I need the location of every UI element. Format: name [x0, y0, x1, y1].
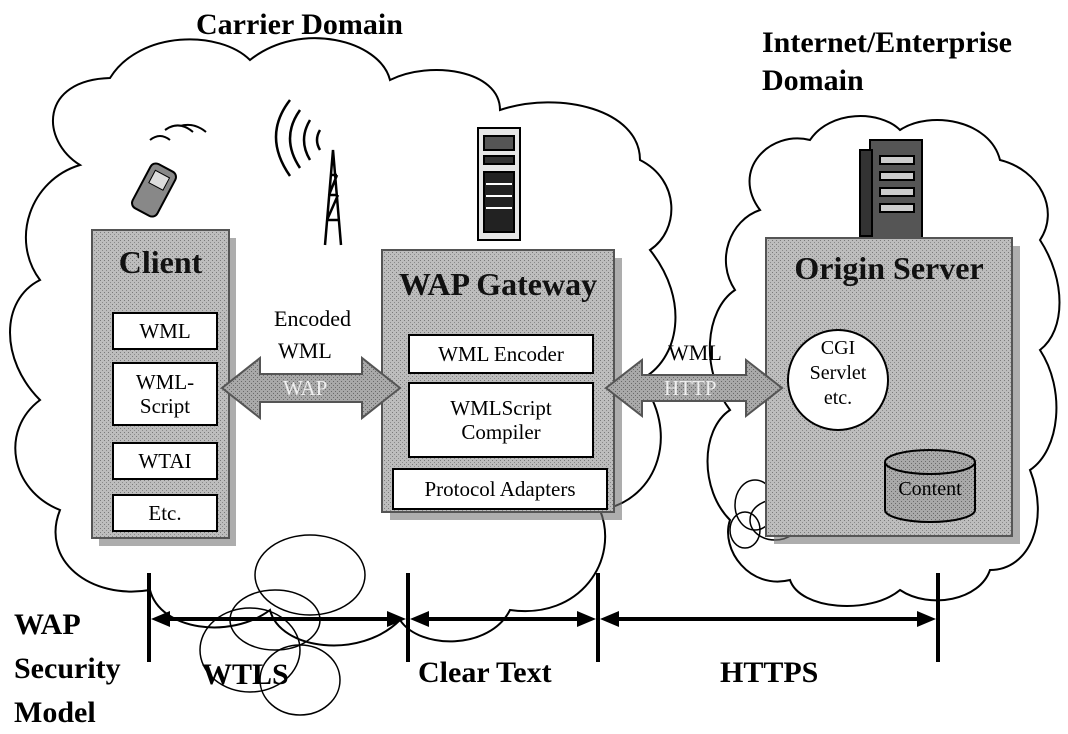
internet-domain-label-line1: Internet/Enterprise	[762, 26, 1012, 59]
wap-label: WAP	[283, 376, 328, 400]
http-label: HTTP	[664, 376, 717, 400]
client-module-etc: Etc.	[112, 494, 218, 532]
carrier-domain-label: Carrier Domain	[196, 8, 403, 41]
internet-domain-label-line2: Domain	[762, 64, 864, 97]
encoded-label-line1: Encoded	[274, 306, 351, 331]
security-model-lines	[147, 573, 940, 662]
gateway-module-protocol-adapters: Protocol Adapters	[392, 468, 608, 510]
wap-arrow	[220, 355, 402, 421]
gateway-server-icon	[477, 127, 521, 241]
security-model-label-line1: WAP	[14, 608, 81, 641]
security-model-label-line2: Security	[14, 652, 121, 685]
client-module-wml: WML	[112, 312, 218, 350]
https-label: HTTPS	[720, 656, 819, 689]
database-icon	[884, 449, 976, 523]
cgi-circle	[787, 329, 889, 431]
wtls-label: WTLS	[202, 658, 289, 691]
gateway-module-wml-encoder: WML Encoder	[408, 334, 594, 374]
http-arrow	[604, 357, 784, 419]
antenna-tower-icon	[274, 99, 343, 246]
client-title: Client	[118, 244, 203, 280]
origin-server-icon	[859, 139, 923, 241]
clear-text-label: Clear Text	[418, 656, 552, 689]
wml-label: WML	[668, 340, 722, 365]
origin-server-title: Origin Server	[794, 250, 984, 286]
gateway-module-wmlscript-compiler: WMLScript Compiler	[408, 382, 594, 458]
encoded-label-line2: WML	[278, 338, 332, 363]
content-label: Content	[898, 478, 962, 500]
client-module-wmlscript: WML- Script	[112, 362, 218, 426]
security-model-label-line3: Model	[14, 696, 96, 729]
cgi-servlet-label: CGI Servlet etc.	[809, 337, 867, 409]
gateway-title: WAP Gateway	[398, 266, 598, 302]
phone-icon	[131, 123, 207, 218]
client-module-wtai: WTAI	[112, 442, 218, 480]
